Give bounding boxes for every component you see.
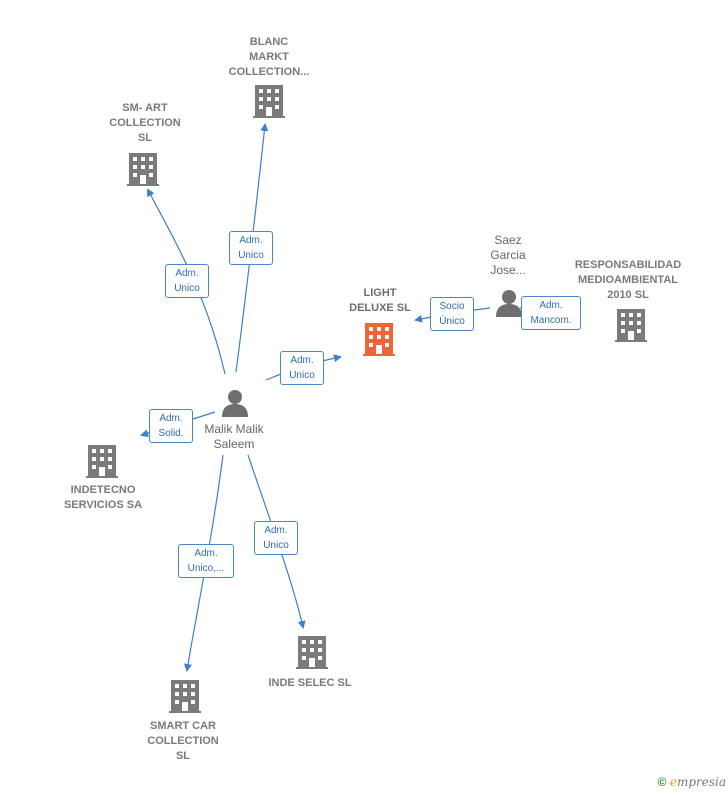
brand-name: empresia bbox=[669, 775, 726, 789]
node-label-smart-car[interactable]: SMART CAR COLLECTION SL bbox=[147, 720, 219, 762]
building-icon[interactable] bbox=[615, 309, 647, 342]
edge-label-malik-light[interactable]: Adm. Unico bbox=[280, 351, 324, 385]
node-label-responsabilidad[interactable]: RESPONSABILIDAD MEDIOAMBIENTAL 2010 SL bbox=[574, 259, 682, 301]
edge-label-malik-indetecno[interactable]: Adm. Solid. bbox=[149, 409, 193, 443]
node-label-malik-saleem[interactable]: Malik Malik Saleem bbox=[204, 422, 264, 451]
node-label-saez-garcia[interactable]: Saez Garcia Jose... bbox=[490, 233, 526, 277]
edge-label-saez-light[interactable]: Socio Único bbox=[430, 297, 474, 331]
node-label-light-deluxe[interactable]: LIGHT DELUXE SL bbox=[349, 287, 411, 314]
building-icon[interactable] bbox=[169, 680, 201, 713]
edge-label-malik-indeselec[interactable]: Adm. Unico bbox=[254, 521, 298, 555]
edge-label-malik-smartcar[interactable]: Adm. Unico,... bbox=[178, 544, 234, 578]
node-label-inde-selec[interactable]: INDE SELEC SL bbox=[268, 677, 352, 689]
building-icon[interactable] bbox=[86, 445, 118, 478]
copyright-icon: © bbox=[657, 775, 667, 789]
empresia-logo[interactable]: © empresia bbox=[658, 775, 726, 789]
edge-label-malik-blanc[interactable]: Adm. Unico bbox=[229, 231, 273, 265]
node-label-sm-art-collection[interactable]: SM- ART COLLECTION SL bbox=[109, 102, 181, 144]
building-icon[interactable] bbox=[253, 85, 285, 118]
person-icon[interactable] bbox=[222, 390, 248, 417]
building-icon[interactable] bbox=[127, 153, 159, 186]
edge-label-malik-smartart[interactable]: Adm. Unico bbox=[165, 264, 209, 298]
person-icon[interactable] bbox=[496, 290, 522, 317]
building-icon-focus[interactable] bbox=[363, 323, 395, 356]
node-label-indetecno[interactable]: INDETECNO SERVICIOS SA bbox=[63, 484, 143, 511]
building-icon[interactable] bbox=[296, 636, 328, 669]
node-label-blanc-markt[interactable]: BLANC MARKT COLLECTION... bbox=[228, 36, 310, 78]
edge-label-saez-resp[interactable]: Adm. Mancom. bbox=[521, 296, 581, 330]
